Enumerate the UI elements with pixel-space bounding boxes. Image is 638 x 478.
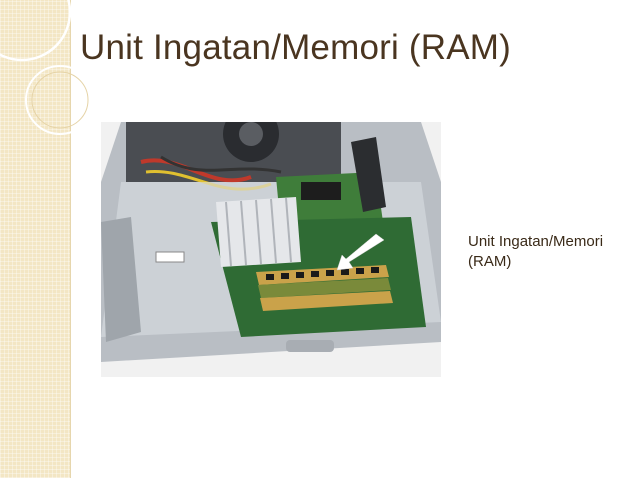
caption-line-1: Unit Ingatan/Memori xyxy=(468,233,604,250)
ram-photo xyxy=(101,122,441,377)
decorative-side-band xyxy=(0,0,71,478)
decorative-circles xyxy=(0,0,95,135)
caption-line-2: (RAM) xyxy=(468,253,512,270)
ram-caption: Unit Ingatan/Memori (RAM) xyxy=(468,232,633,272)
slide-title: Unit Ingatan/Memori (RAM) xyxy=(80,28,511,67)
